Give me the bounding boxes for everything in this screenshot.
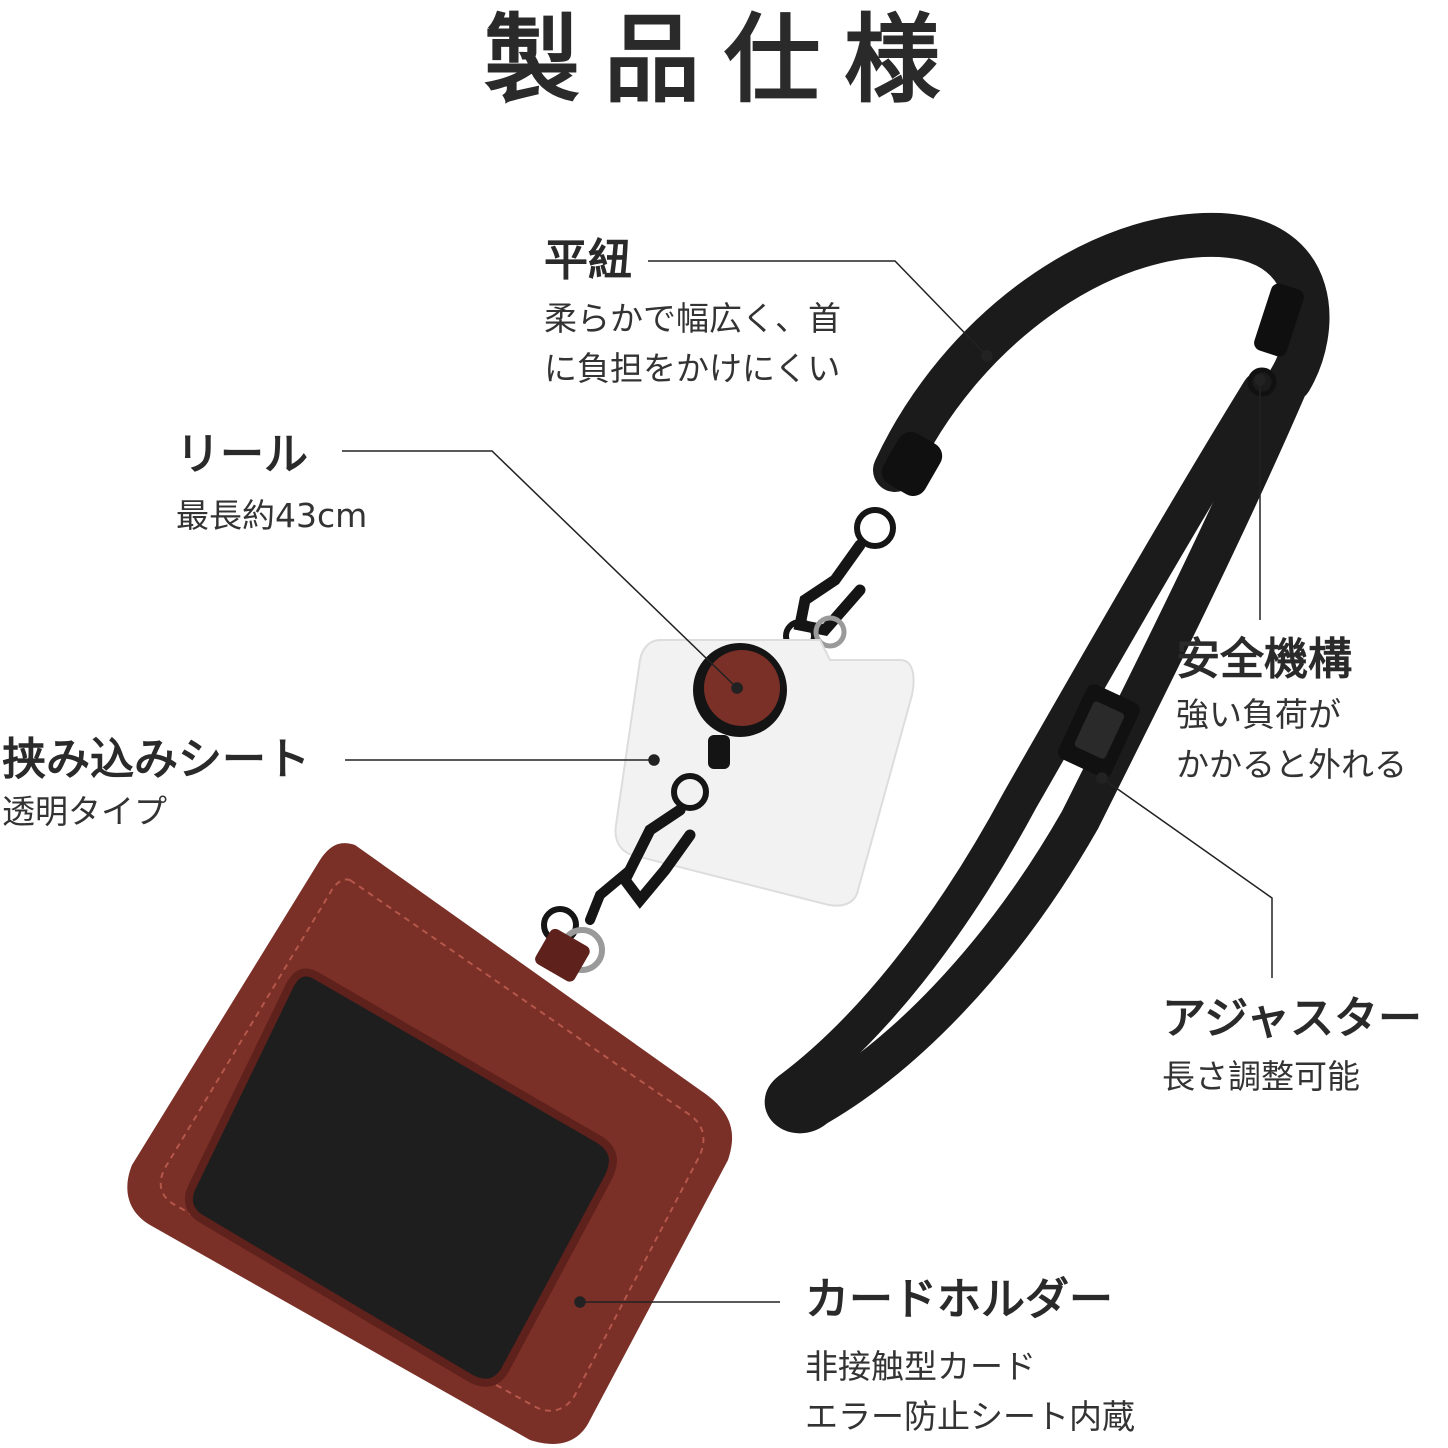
card-holder-desc-line: 非接触型カード — [805, 1347, 1036, 1386]
adjuster-buckle — [1058, 684, 1140, 778]
insert-sheet-description: 透明タイプ — [2, 787, 167, 837]
insert-sheet-desc-line: 透明タイプ — [2, 792, 167, 831]
card-holder-label: カードホルダー — [805, 1274, 1113, 1325]
safety-desc-line: かかると外れる — [1176, 745, 1407, 784]
card-holder — [127, 843, 733, 1444]
adjuster-description: 長さ調整可能 — [1162, 1052, 1360, 1102]
safety-mechanism-description: 強い負荷が かかると外れる — [1176, 690, 1407, 790]
insert-sheet-label: 挟み込みシート — [2, 734, 310, 785]
reel-description: 最長約43cm — [176, 491, 367, 541]
adjuster-label: アジャスター — [1162, 993, 1423, 1044]
top-swivel-clip — [783, 507, 896, 653]
page-title: 製品仕様 — [484, 4, 964, 116]
leader-lines — [342, 260, 1273, 1308]
reel-desc-line: 最長約43cm — [176, 496, 368, 535]
adjuster-desc-line: 長さ調整可能 — [1162, 1057, 1360, 1096]
safety-desc-line: 強い負荷が — [1176, 695, 1341, 734]
reel-label: リール — [176, 429, 308, 480]
safety-clasp — [1247, 283, 1304, 397]
flat-strap-label: 平紐 — [544, 235, 632, 286]
card-holder-desc-line: エラー防止シート内蔵 — [805, 1397, 1135, 1436]
card-holder-description: 非接触型カード エラー防止シート内蔵 — [805, 1342, 1135, 1442]
flat-strap-description: 柔らかで幅広く、首 に負担をかけにくい — [544, 294, 841, 394]
flat-strap — [764, 212, 1330, 1134]
strap-stopper — [881, 432, 943, 496]
flat-strap-desc-line: 柔らかで幅広く、首 — [544, 299, 841, 338]
safety-mechanism-label: 安全機構 — [1176, 634, 1352, 685]
flat-strap-desc-line: に負担をかけにくい — [544, 349, 841, 388]
